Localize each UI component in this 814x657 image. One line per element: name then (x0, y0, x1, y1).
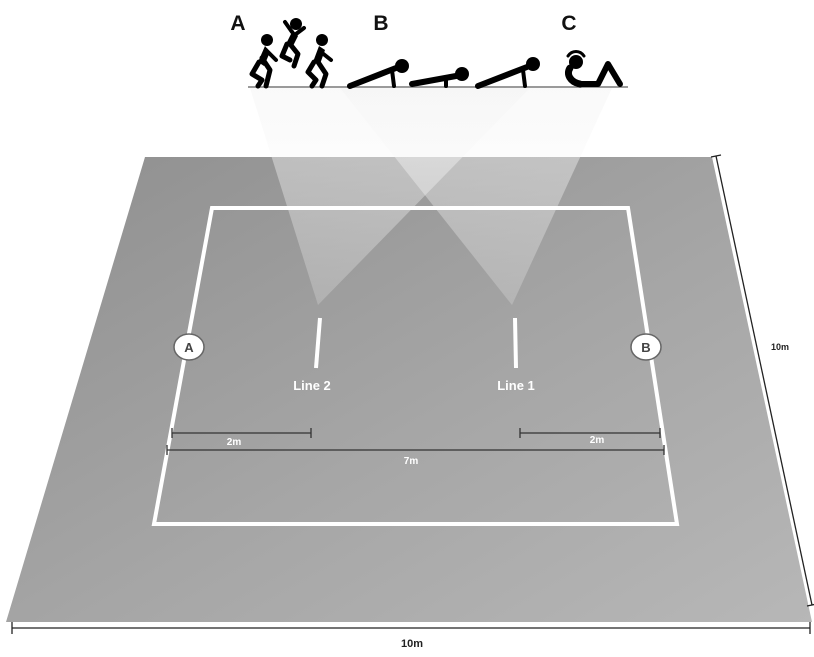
dimension-7m-label: 7m (404, 456, 419, 467)
dimension-bottom-10m (11, 622, 811, 634)
exercise-label-b: B (373, 12, 388, 35)
inner-court-boundary (151, 206, 680, 526)
dimension-left-2m-label: 2m (227, 437, 242, 448)
line-1-marker (513, 317, 518, 369)
marker-b-label: B (641, 340, 650, 355)
sit-up-figure-icon (564, 50, 623, 88)
marker-a: A (173, 333, 205, 361)
line-2-marker (314, 317, 322, 369)
exercise-label-a: A (230, 12, 245, 35)
projection-beam-right (340, 88, 612, 305)
dimension-left-2m (171, 428, 312, 438)
line-2-label: Line 2 (293, 378, 331, 393)
push-up-figures-icon (347, 57, 540, 89)
dimension-7m (166, 445, 665, 455)
dimension-side-10m (710, 154, 814, 607)
marker-b: B (630, 333, 662, 361)
dimension-bottom-10m-label: 10m (401, 638, 423, 650)
dimension-side-10m-label: 10m (771, 342, 789, 352)
line-1-label: Line 1 (497, 378, 535, 393)
jumping-figures-icon (249, 18, 333, 89)
dimension-right-2m (519, 428, 661, 438)
dimension-right-2m-label: 2m (590, 435, 605, 446)
marker-a-label: A (184, 340, 194, 355)
court-floor (6, 157, 812, 622)
exercise-label-c: C (561, 12, 576, 35)
